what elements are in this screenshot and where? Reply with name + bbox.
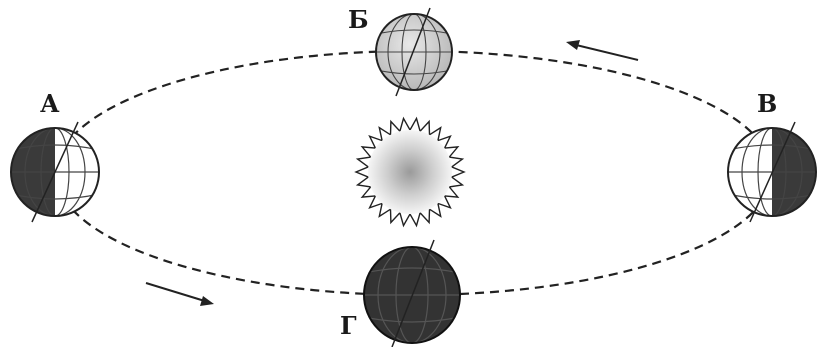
position-label-a: А (40, 89, 60, 118)
position-label-v: В (757, 89, 777, 118)
earth-globe-icon (11, 122, 99, 222)
sun-icon (356, 118, 464, 225)
orbit-direction-arrow-icon (146, 283, 214, 306)
earth-globe-icon (364, 240, 460, 347)
orbit-direction-arrow-icon (566, 40, 638, 60)
position-label-g: Г (340, 311, 357, 340)
earth-globe-icon (376, 8, 452, 96)
earth-globe-icon (728, 122, 816, 222)
position-label-b: Б (348, 5, 369, 34)
